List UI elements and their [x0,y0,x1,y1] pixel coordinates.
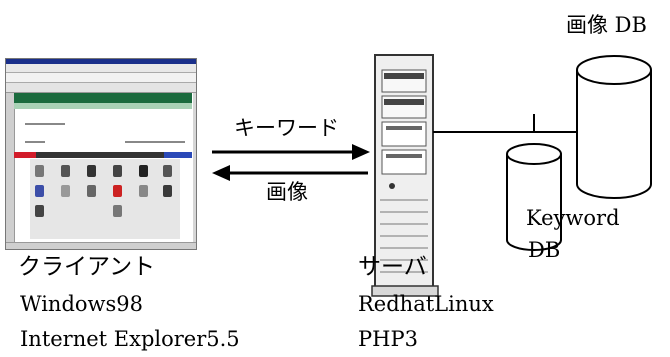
keyword-db-cylinder [506,143,562,251]
client-browser: Internet Explorer5.5 [20,327,240,351]
thumb-statusbar [6,242,196,249]
server-language: PHP3 [358,327,418,351]
tower-server-icon [371,54,439,297]
request-arrow [212,144,370,160]
client-os: Windows98 [20,292,144,316]
request-arrow-label: キーワード [234,116,339,140]
thumb-menubar [6,64,196,73]
keyword-db-label-line1: Keyword [526,206,620,230]
image-db-cylinder [576,55,652,199]
thumb-subheader-band [14,103,192,109]
client-title: クライアント [18,254,156,280]
client-browser-screenshot [5,58,197,250]
thumb-header-band [14,93,192,103]
thumb-category-band [14,152,192,158]
response-arrow-label: 画像 [266,180,308,204]
thumb-toolbar [6,83,196,93]
thumb-product-grid [30,159,180,239]
response-arrow [212,165,368,181]
keyword-db-label-line2: DB [528,238,561,262]
thumb-gutter [6,93,14,243]
server-title: サーバ [358,254,427,280]
image-db-label: 画像 DB [566,13,647,37]
thumb-addressbar [6,73,196,83]
server-os: RedhatLinux [358,292,494,316]
thumb-titlebar [6,59,196,64]
